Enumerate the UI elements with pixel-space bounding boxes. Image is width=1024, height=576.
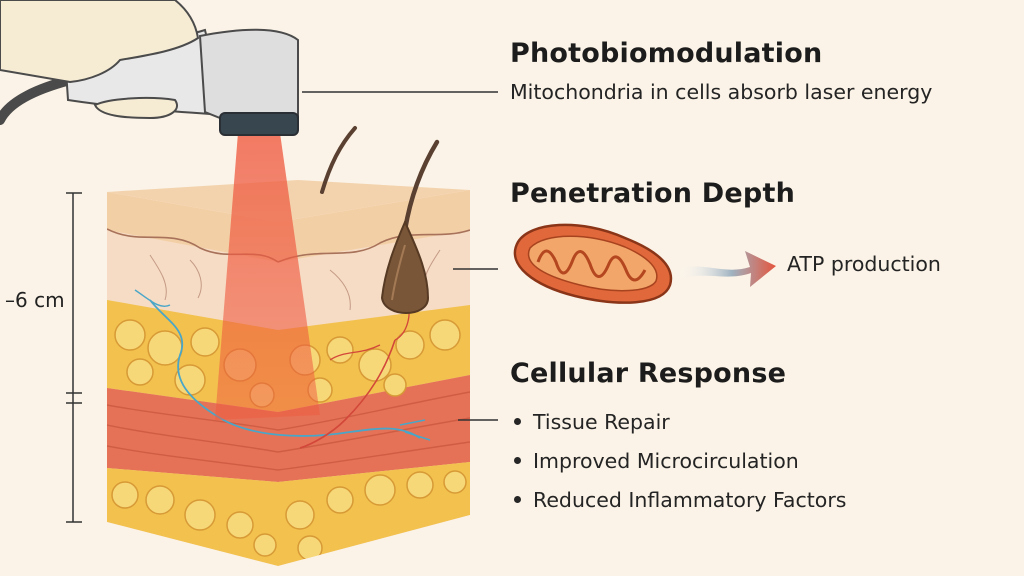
depth-label: –6 cm xyxy=(5,288,65,312)
leader-lines xyxy=(302,91,498,421)
hair-strand xyxy=(320,126,357,194)
hair-follicle-icon xyxy=(380,219,430,314)
laser-beam xyxy=(215,133,320,420)
probe-tip xyxy=(219,112,299,136)
list-item-label: Improved Microcirculation xyxy=(533,448,799,473)
photobiomodulation-description: Mitochondria in cells absorb laser energ… xyxy=(510,80,933,104)
penetration-depth-title: Penetration Depth xyxy=(510,178,795,209)
probe-cable xyxy=(0,75,75,125)
list-item: Improved Microcirculation xyxy=(510,441,846,480)
depth-ruler xyxy=(66,192,82,523)
list-item-label: Tissue Repair xyxy=(533,409,670,434)
cellular-response-title: Cellular Response xyxy=(510,358,787,389)
arrow-icon xyxy=(678,251,776,287)
cellular-response-list: Tissue Repair Improved Microcirculation … xyxy=(510,402,846,519)
bullet-icon xyxy=(514,418,521,425)
bullet-icon xyxy=(514,496,521,503)
atp-production-label: ATP production xyxy=(787,252,941,276)
hand-icon xyxy=(0,0,200,120)
list-item-label: Reduced Inflammatory Factors xyxy=(533,487,847,512)
bullet-icon xyxy=(514,457,521,464)
list-item: Reduced Inflammatory Factors xyxy=(510,480,846,519)
list-item: Tissue Repair xyxy=(510,402,846,441)
photobiomodulation-title: Photobiomodulation xyxy=(510,38,823,69)
mitochondrion-icon xyxy=(513,223,673,304)
